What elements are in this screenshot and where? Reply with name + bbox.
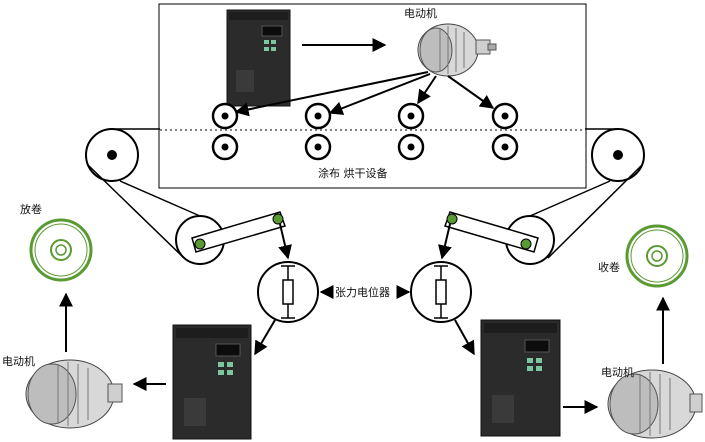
- coating-drying-enclosure: [158, 3, 587, 189]
- tension-potentiometer-icon-left: [257, 261, 319, 323]
- motor-right-label: 电动机: [601, 365, 634, 379]
- inverter-icon-top: [226, 9, 291, 107]
- tension-potentiometer-icon-right: [410, 261, 472, 323]
- motor-top-label: 电动机: [404, 6, 437, 20]
- guide-roller-icon-row-bottom: [211, 133, 519, 161]
- guide-roller-icon-left-large: [85, 128, 139, 182]
- tension-pot-label: 张力电位器: [335, 285, 390, 299]
- rewind-roll-icon: [625, 224, 689, 288]
- dancer-roller-icon-right: [444, 211, 555, 265]
- web-right-to-dancer: [547, 164, 643, 259]
- arrow-right-pot-to-inverter: [454, 319, 475, 356]
- dancer-roller-icon-left: [175, 211, 286, 265]
- inverter-icon-left: [172, 324, 252, 440]
- arrow-motor-to-roller-4: [447, 75, 495, 109]
- rewind-label: 收卷: [598, 260, 620, 274]
- inverter-icon-right: [480, 319, 561, 437]
- arrow-left-arm-to-pot: [278, 223, 292, 260]
- arrow-motor-to-roller-3: [417, 75, 437, 105]
- unwind-roll-icon: [29, 218, 93, 282]
- guide-roller-icon-row-top: [211, 102, 519, 130]
- motor-icon-top: [417, 23, 497, 77]
- web-left-dancer-top: [119, 180, 201, 217]
- motor-icon-right: [607, 369, 703, 439]
- motor-left-label: 电动机: [2, 354, 35, 368]
- arrow-motor-to-roller-1: [234, 71, 429, 117]
- unwind-label: 放卷: [20, 202, 42, 216]
- web-left-to-dancer: [87, 164, 185, 259]
- coating-drying-label: 涂布 烘干设备: [318, 166, 388, 180]
- arrow-left-pot-to-inverter: [254, 319, 276, 356]
- guide-roller-icon-right-large: [591, 128, 645, 182]
- arrow-right-arm-to-pot: [438, 223, 452, 260]
- arrow-motor-to-roller-2: [328, 73, 431, 115]
- web-right-dancer-top: [529, 180, 611, 217]
- motor-icon-left: [25, 359, 123, 429]
